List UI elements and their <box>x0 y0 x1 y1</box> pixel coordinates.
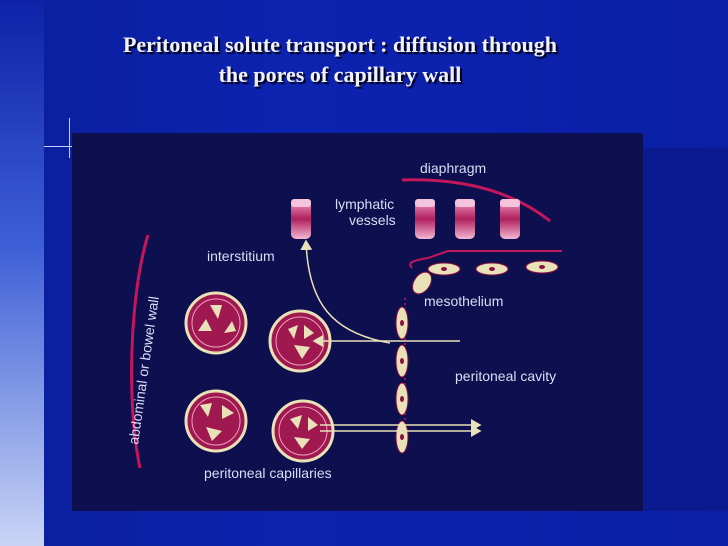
peritoneal-capillary <box>184 389 248 453</box>
label-lymphatic-line1: lymphatic <box>335 196 394 212</box>
peritoneal-capillary <box>184 291 248 355</box>
title-line-2: the pores of capillary wall <box>218 62 462 87</box>
label-peritoneal-cavity: peritoneal cavity <box>455 368 556 384</box>
mesothelial-nuclei <box>400 265 545 440</box>
title-line-1: Peritoneal solute transport : diffusion … <box>122 32 558 57</box>
lymphatic-vessel <box>415 199 435 239</box>
label-diaphragm: diaphragm <box>420 160 486 176</box>
decorative-line-horizontal <box>44 146 72 147</box>
label-lymphatic-line2: vessels <box>349 212 396 228</box>
mesothelial-cells <box>395 260 559 454</box>
peritoneal-capillary <box>271 399 335 463</box>
label-mesothelium: mesothelium <box>424 293 503 309</box>
left-gradient-strip <box>0 0 44 546</box>
right-strip <box>643 148 728 511</box>
transport-diagram: diaphragm abdominal or bowel wall lympha… <box>125 160 562 481</box>
label-interstitium: interstitium <box>207 248 275 264</box>
lymphatic-vessel <box>291 199 311 239</box>
mesothelium-membrane <box>409 250 562 269</box>
diaphragm-membrane <box>401 178 551 223</box>
decorative-line-vertical <box>69 118 70 158</box>
abdominal-wall-membrane <box>130 234 150 469</box>
arrow-lymph-uptake <box>300 239 391 344</box>
label-peritoneal-capillaries: peritoneal capillaries <box>204 465 332 481</box>
diagram-panel: diaphragm abdominal or bowel wall lympha… <box>72 133 643 511</box>
slide-title: Peritoneal solute transport : diffusion … <box>40 30 640 90</box>
lymphatic-vessel <box>455 199 475 239</box>
lymphatic-vessel <box>500 199 520 239</box>
